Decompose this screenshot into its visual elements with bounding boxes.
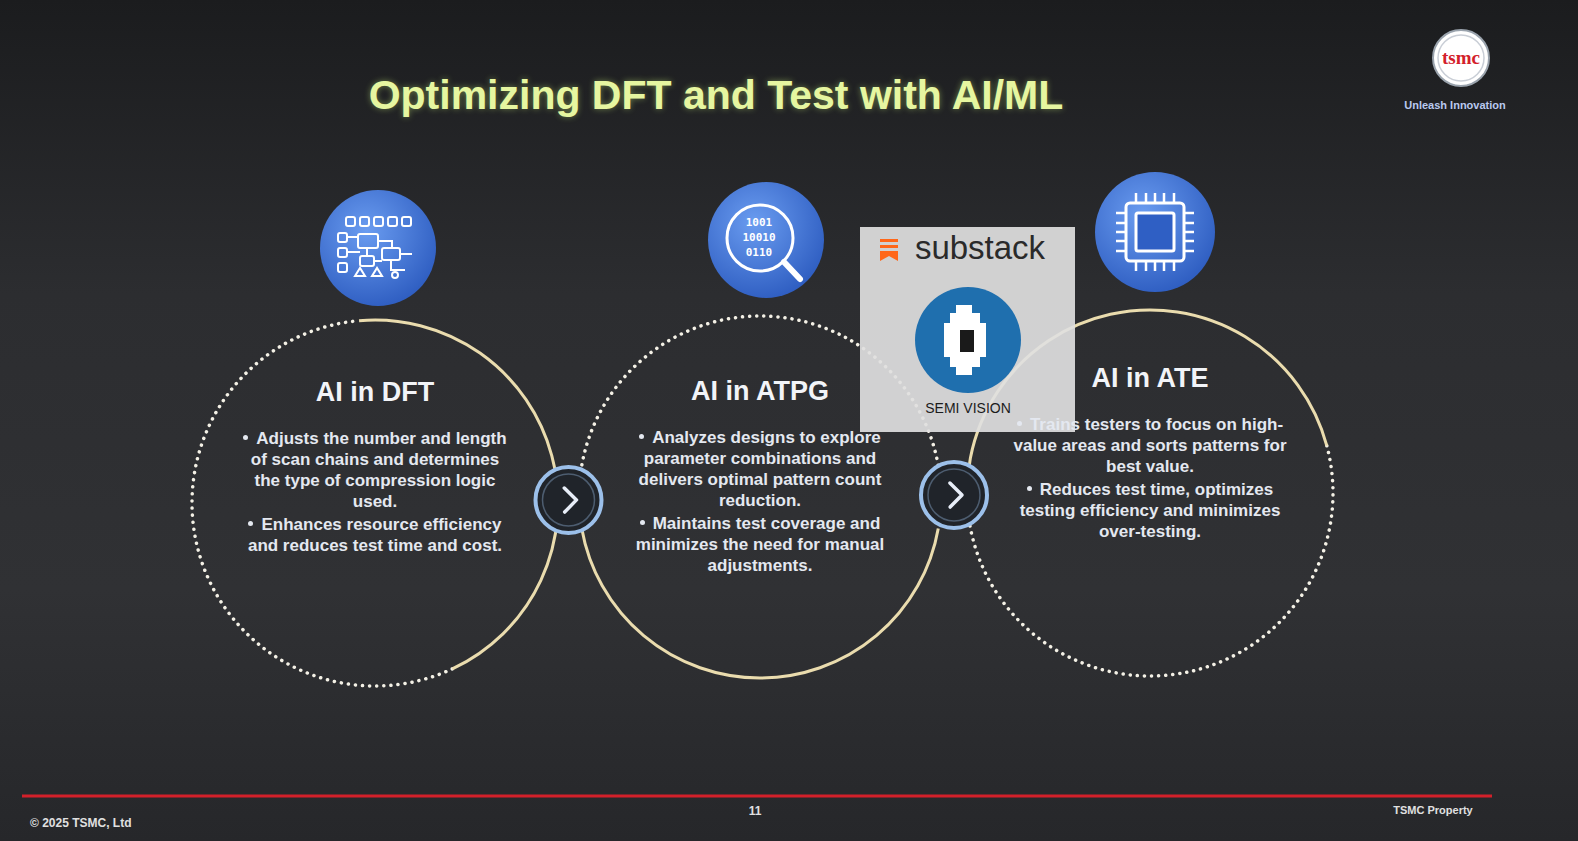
watermark-text: SEMI VISION bbox=[925, 401, 1011, 416]
logo-tagline: Unleash Innovation bbox=[1404, 99, 1505, 111]
slide-title: Optimizing DFT and Test with AI/ML bbox=[369, 72, 1064, 119]
dotted-arc bbox=[970, 446, 1333, 676]
substack-mark bbox=[880, 251, 898, 261]
dft-icon bbox=[374, 217, 383, 226]
bullet-text: Adjusts the number and length of scan ch… bbox=[251, 429, 507, 511]
stage-heading: AI in ATPG bbox=[691, 375, 829, 407]
watermark-text: substack bbox=[915, 230, 1045, 266]
semivision-logo bbox=[915, 287, 1021, 393]
dotted-arc bbox=[579, 316, 941, 528]
dft-icon bbox=[382, 248, 400, 260]
arrow-button bbox=[535, 467, 601, 533]
bullet-line: Analyzes designs to explore parameter co… bbox=[626, 427, 894, 511]
circle-content: AI in ATE Trains testers to focus on high… bbox=[1004, 362, 1296, 544]
dft-icon bbox=[338, 263, 347, 272]
dft-icon bbox=[392, 272, 398, 278]
dft-icon bbox=[338, 217, 412, 278]
dft-icon bbox=[402, 217, 411, 226]
atpg-icon bbox=[708, 182, 824, 298]
bullet-dot bbox=[243, 435, 248, 440]
bullet-line: Reduces test time, optimizes testing eff… bbox=[1004, 479, 1296, 542]
binary-digits: 1001 bbox=[746, 217, 773, 229]
bullet-dot bbox=[248, 521, 253, 526]
stage-heading: AI in DFT bbox=[316, 376, 434, 408]
bullet-line: Maintains test coverage and minimizes th… bbox=[626, 513, 894, 576]
dft-icon bbox=[346, 217, 355, 226]
arrow-chevron bbox=[564, 488, 576, 512]
substack-mark bbox=[880, 239, 898, 261]
flow-connector bbox=[921, 462, 987, 528]
tsmc-logo bbox=[1433, 30, 1489, 86]
dft-icon bbox=[358, 234, 378, 248]
bullet-dot bbox=[1027, 486, 1032, 491]
binary-digits: 10010 bbox=[742, 232, 775, 244]
substack-mark bbox=[880, 239, 898, 242]
circle-stage: AI in DFT Adjusts the number and length o… bbox=[190, 318, 560, 688]
ate-chip-icon bbox=[1136, 213, 1174, 251]
dotted-arc bbox=[192, 321, 452, 686]
bullet-line: Enhances resource efficiency and reduces… bbox=[239, 514, 511, 556]
circle-stage: AI in ATPG Analyzes designs to explore pa… bbox=[577, 314, 943, 680]
ate-chip-icon bbox=[1095, 172, 1215, 292]
ate-chip-icon bbox=[1095, 172, 1215, 292]
dft-icon bbox=[360, 217, 369, 226]
substack-mark bbox=[880, 245, 898, 248]
property-note: TSMC Property bbox=[1393, 804, 1472, 816]
dft-icon bbox=[338, 248, 347, 257]
circle-stage: AI in ATE Trains testers to focus on high… bbox=[965, 308, 1335, 678]
arrow-button-ring bbox=[928, 469, 980, 521]
arrow-button bbox=[921, 462, 987, 528]
stage-heading: AI in ATE bbox=[1092, 362, 1209, 394]
atpg-icon bbox=[784, 262, 800, 279]
semivision-logo bbox=[944, 305, 986, 375]
bullet-text: Reduces test time, optimizes testing eff… bbox=[1020, 480, 1281, 541]
binary-digits: 0110 bbox=[746, 247, 773, 259]
bullet-dot bbox=[640, 520, 645, 525]
bullet-text: Maintains test coverage and minimizes th… bbox=[636, 514, 884, 575]
bullet-text: Trains testers to focus on high-value ar… bbox=[1013, 415, 1286, 476]
atpg-icon bbox=[708, 182, 824, 298]
bullet-dot bbox=[1017, 421, 1022, 426]
arrow-chevron bbox=[950, 483, 962, 507]
tsmc-logo bbox=[1438, 35, 1484, 81]
bullet-text: Enhances resource efficiency and reduces… bbox=[248, 515, 502, 555]
bullet-line: Trains testers to focus on high-value ar… bbox=[1004, 414, 1296, 477]
dft-icon bbox=[360, 256, 374, 266]
logo-wordmark: tsmc bbox=[1442, 48, 1480, 69]
dft-icon bbox=[320, 190, 436, 306]
dft-icon bbox=[338, 233, 347, 242]
bullet-line: Adjusts the number and length of scan ch… bbox=[239, 428, 511, 512]
tsmc-logo bbox=[1433, 30, 1489, 86]
ate-chip-icon bbox=[1116, 193, 1194, 271]
dft-icon bbox=[355, 268, 382, 276]
copyright-note: © 2025 TSMC, Ltd bbox=[30, 817, 132, 830]
semivision-logo bbox=[915, 287, 1021, 393]
bullet-text: Analyzes designs to explore parameter co… bbox=[639, 428, 882, 510]
flow-connector bbox=[535, 467, 601, 533]
footer-rule bbox=[22, 795, 1492, 798]
circle-content: AI in ATPG Analyzes designs to explore pa… bbox=[626, 375, 894, 578]
semivision-logo bbox=[960, 330, 974, 352]
dft-icon bbox=[388, 217, 397, 226]
ate-chip-icon bbox=[1126, 203, 1184, 261]
dft-icon bbox=[320, 190, 436, 306]
arrow-button-ring bbox=[542, 474, 594, 526]
bullet-dot bbox=[639, 434, 644, 439]
circle-content: AI in DFT Adjusts the number and length o… bbox=[239, 376, 511, 558]
dft-icon bbox=[347, 237, 412, 270]
page-number: 11 bbox=[749, 805, 762, 818]
